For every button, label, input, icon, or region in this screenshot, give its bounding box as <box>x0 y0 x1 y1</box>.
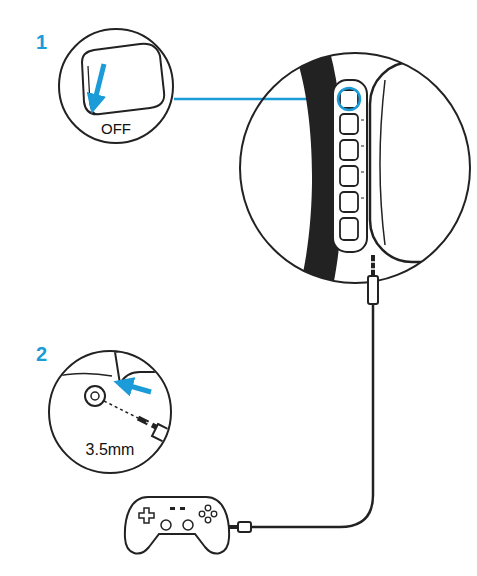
callout-text: 3.5mm <box>50 441 170 459</box>
power-switch <box>82 44 164 115</box>
callout-number: 1 <box>36 31 47 54</box>
zoom-callout: OFF <box>58 28 174 144</box>
callout-number: 2 <box>36 343 47 366</box>
game-controller <box>125 497 229 553</box>
audio-jack <box>48 352 180 447</box>
zoom-callout: 3.5mm <box>48 350 172 474</box>
audio-cable <box>226 255 378 532</box>
ear-cup <box>292 45 477 300</box>
zoom-circle <box>240 53 470 283</box>
callout-text: OFF <box>60 120 172 137</box>
